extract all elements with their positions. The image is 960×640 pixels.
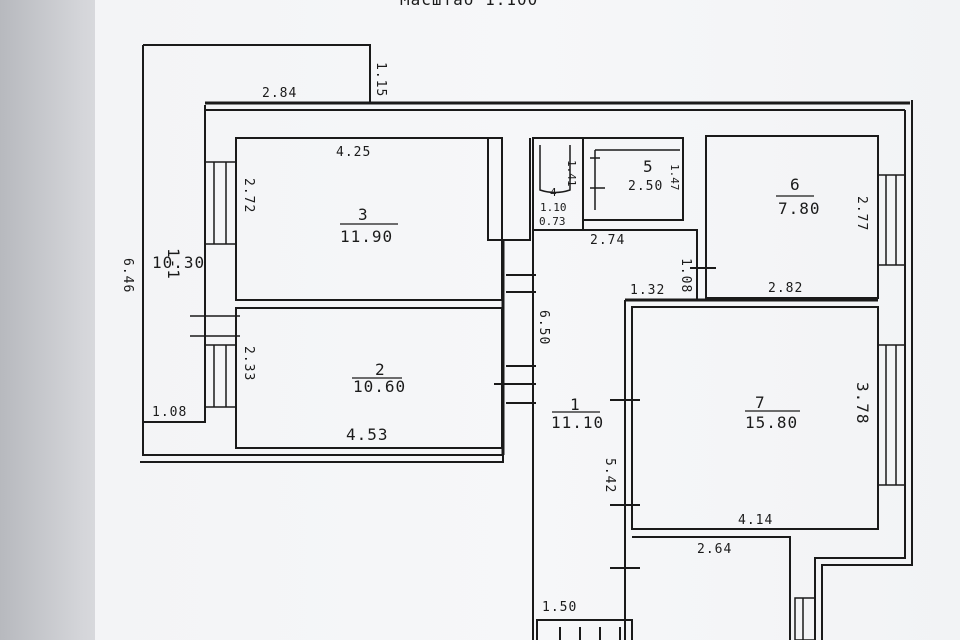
dimension-labels: 2.84 1.15 6.46 1.08 4.25 2.72 2.33 4.53 …: [120, 62, 872, 615]
room-5-outline: [582, 137, 684, 221]
dim-4-53: 4.53: [346, 425, 389, 444]
closet-outline: [487, 138, 531, 241]
window-room-2: [204, 344, 237, 408]
room-6-area: 7.80: [778, 199, 821, 218]
dim-1-08-right: 1.08: [678, 258, 693, 293]
paper-sheet: [95, 0, 960, 640]
dim-3-78: 3.78: [853, 382, 872, 425]
room-4-number: 4: [550, 186, 557, 199]
room-1-1-number: 1-1: [164, 248, 183, 280]
windows: [190, 161, 906, 640]
toilet-icon: [539, 145, 571, 194]
dim-1-08-left: 1.08: [152, 405, 187, 420]
room-4-area: 1.10: [540, 201, 567, 214]
room-7-number: 7: [755, 393, 766, 412]
dim-2-64: 2.64: [697, 542, 732, 557]
room-1-1-area: 10.30: [152, 253, 205, 272]
walls: [140, 44, 913, 640]
dim-1-47: 1.47: [668, 164, 681, 191]
wall-outer-right: [821, 100, 913, 640]
dim-5-42: 5.42: [602, 458, 617, 493]
room-2-area: 10.60: [353, 377, 406, 396]
wall-outer-top-left: [143, 44, 371, 102]
bath-wall-bottom: [533, 229, 698, 300]
window-bottom-room: [794, 597, 816, 640]
dim-2-74: 2.74: [590, 233, 625, 248]
bottom-room-outline: [632, 536, 791, 640]
room-5-area: 2.50: [628, 179, 663, 194]
dim-2-82: 2.82: [768, 281, 803, 296]
dim-2-72: 2.72: [241, 178, 256, 213]
dim-1-15: 1.15: [373, 62, 388, 97]
wall-outer-right-inner: [814, 110, 906, 640]
room-6-number: 6: [790, 175, 801, 194]
window-room-7: [877, 344, 906, 486]
room-7-area: 15.80: [745, 413, 798, 432]
bathtub-icon: [590, 149, 680, 210]
dim-2-77: 2.77: [854, 196, 869, 231]
room-2-number: 2: [375, 360, 386, 379]
window-room-6: [877, 174, 906, 266]
dim-2-33: 2.33: [241, 346, 256, 381]
dim-4-14: 4.14: [738, 513, 773, 528]
dim-1-41: 1.41: [565, 160, 578, 187]
dim-2-84: 2.84: [262, 86, 297, 101]
dim-1-50: 1.50: [542, 600, 577, 615]
room-3-number: 3: [358, 205, 369, 224]
entry-block: [536, 619, 633, 640]
room-3-area: 11.90: [340, 227, 393, 246]
room-labels: 1-1 10.30 2 10.60 3 11.90 4 1.10 5 2.50 …: [152, 157, 821, 432]
window-room-3: [204, 161, 237, 245]
dim-4-25: 4.25: [336, 145, 371, 160]
room-3-outline: [235, 137, 503, 301]
room-1-area: 11.10: [551, 413, 604, 432]
dim-6-50: 6.50: [536, 310, 551, 345]
room-5-number: 5: [643, 157, 654, 176]
bath-fixtures: [539, 145, 680, 210]
dim-6-46: 6.46: [120, 258, 135, 293]
door-ticks: [494, 267, 716, 640]
dim-1-32: 1.32: [630, 283, 665, 298]
room-1-number: 1: [570, 395, 581, 414]
dim-0-73: 0.73: [539, 215, 566, 228]
scale-label: Масштаб 1:100: [400, 0, 538, 9]
